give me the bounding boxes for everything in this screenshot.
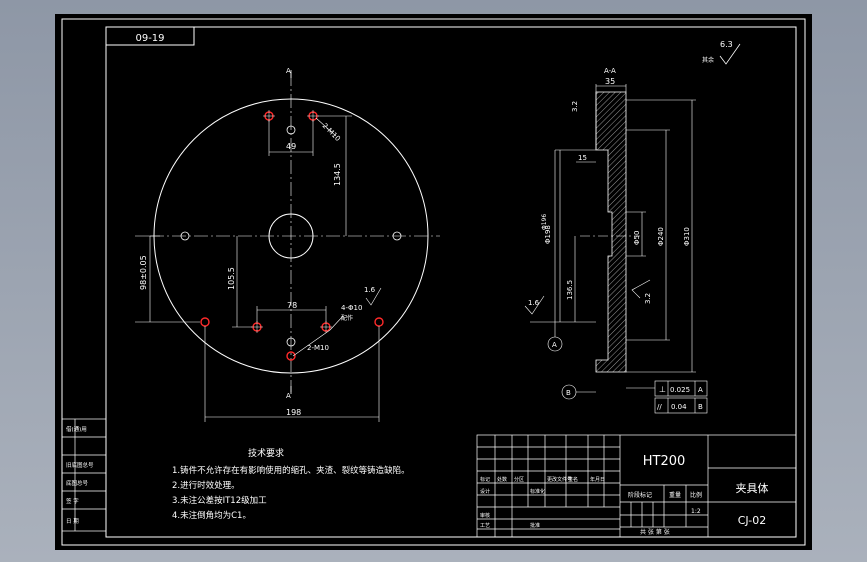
dim-text-198: Φ198 [544, 225, 552, 244]
dim-text-49: 49 [286, 142, 296, 151]
row-label-change-doc: 更改文件号 [547, 476, 572, 483]
dim-text-35: 35 [605, 77, 615, 86]
dim-text-98: 98±0.05 [139, 255, 148, 290]
note-pin-holes: 4-Φ10 [341, 304, 362, 312]
section-mark-bottom: A [286, 392, 291, 400]
material-text: HT200 [643, 454, 686, 469]
roughness-default-prefix: 其余 [702, 56, 714, 64]
label-box-frame [105, 26, 195, 46]
scale-label: 比例 [690, 491, 702, 499]
dim-text-50: Φ50 [633, 231, 641, 245]
notes-title: 技术要求 [248, 447, 284, 459]
section-mark-top: A [286, 67, 291, 75]
leader-pin-holes [329, 315, 344, 331]
weight-label: 重量 [669, 491, 681, 499]
note-pin-match: 配作 [341, 314, 353, 322]
design-label: 设计 [480, 488, 490, 495]
tolerance-frame-1 [654, 380, 708, 397]
outer-frame [61, 18, 806, 546]
part-name-text: 夹具体 [736, 481, 769, 495]
dim-text-240: Φ240 [657, 227, 665, 246]
dim-text-3-2-top: 3.2 [571, 101, 579, 112]
top-center-hole [286, 125, 296, 135]
datum-a-label: A [552, 341, 557, 349]
dim-text-136-5: 136.5 [566, 280, 574, 300]
tol2-datum: B [698, 403, 703, 411]
roughness-section-value: 1.6 [528, 299, 540, 307]
tol2-value: 0.04 [671, 403, 687, 411]
left-strip [61, 418, 107, 532]
standardization-label: 标准化 [530, 488, 545, 495]
dim-text-3-2-bottom: 3.2 [644, 293, 652, 304]
label-box-text: 09-19 [135, 33, 164, 44]
row-label-count: 处数 [497, 476, 507, 483]
scale-value: 1:2 [691, 508, 701, 515]
row-label-signature: 签名 [568, 476, 578, 483]
row-label-zone: 分区 [514, 476, 524, 483]
notes-line-4: 4.未注倒角均为C1。 [172, 510, 251, 521]
drawing-no-text: CJ-02 [738, 514, 767, 527]
pin-hole-bottom [286, 351, 296, 361]
dim-text-105-5: 105.5 [227, 267, 236, 290]
tol2-symbol: // [657, 403, 662, 411]
left-strip-label-1: 借(通)用 [66, 425, 87, 433]
roughness-face-value: 1.6 [364, 286, 376, 294]
review-label: 审核 [480, 512, 490, 519]
roughness-default-value: 6.3 [720, 40, 733, 49]
tolerance-frame-2 [654, 397, 708, 414]
tol1-symbol: ⊥ [659, 385, 666, 394]
left-strip-label-4: 底图总号 [66, 479, 89, 487]
roughness-symbol-section-left [524, 295, 545, 315]
left-strip-label-5: 签 字 [66, 497, 79, 505]
notes-line-2: 2.进行时效处理。 [172, 480, 240, 491]
tol1-datum: A [698, 386, 703, 394]
side-hole-right [392, 231, 402, 241]
drawing-canvas [55, 14, 812, 550]
leader-bottom-holes [292, 329, 331, 357]
tol1-value: 0.025 [670, 386, 690, 394]
roughness-symbol-section-right [631, 279, 651, 299]
note-bottom-holes: 2-M10 [307, 344, 329, 352]
left-strip-label-6: 日 期 [66, 518, 79, 525]
face-view: A A [135, 67, 440, 422]
inner-frame [105, 26, 797, 538]
approve-label: 批准 [530, 522, 540, 529]
technical-notes: 技术要求 1.铸件不允许存在有影响使用的缩孔、夹渣、裂纹等铸造缺陷。 2.进行时… [172, 447, 410, 521]
dim-text-15: 15 [578, 154, 587, 162]
section-view: A-A [524, 67, 708, 414]
section-view-title: A-A [604, 67, 616, 75]
notes-line-1: 1.铸件不允许存在有影响使用的缩孔、夹渣、裂纹等铸造缺陷。 [172, 465, 410, 476]
dim-text-78: 78 [287, 301, 297, 310]
datum-b-label: B [566, 389, 571, 397]
process-label: 工艺 [480, 523, 490, 529]
dim-text-196: Φ196 [541, 214, 548, 230]
dim-text-310: Φ310 [683, 227, 691, 246]
left-strip-label-3: 旧底图总号 [66, 461, 94, 469]
title-block [476, 434, 797, 538]
row-label-date: 年月日 [590, 476, 605, 483]
row-label-mark: 标记 [480, 476, 490, 483]
sheet-label: 共 张 第 张 [640, 528, 670, 536]
side-hole-left [180, 231, 190, 241]
dim-text-134-5: 134.5 [333, 163, 342, 186]
bottom-center-hole [286, 337, 296, 347]
notes-line-3: 3.未注公差按IT12级加工 [172, 495, 267, 506]
roughness-symbol-face [365, 287, 382, 306]
roughness-symbol-default [719, 43, 741, 65]
stage-label: 阶段标记 [628, 491, 652, 499]
dim-text-198: 198 [286, 408, 301, 417]
leader-top-holes [315, 117, 337, 137]
